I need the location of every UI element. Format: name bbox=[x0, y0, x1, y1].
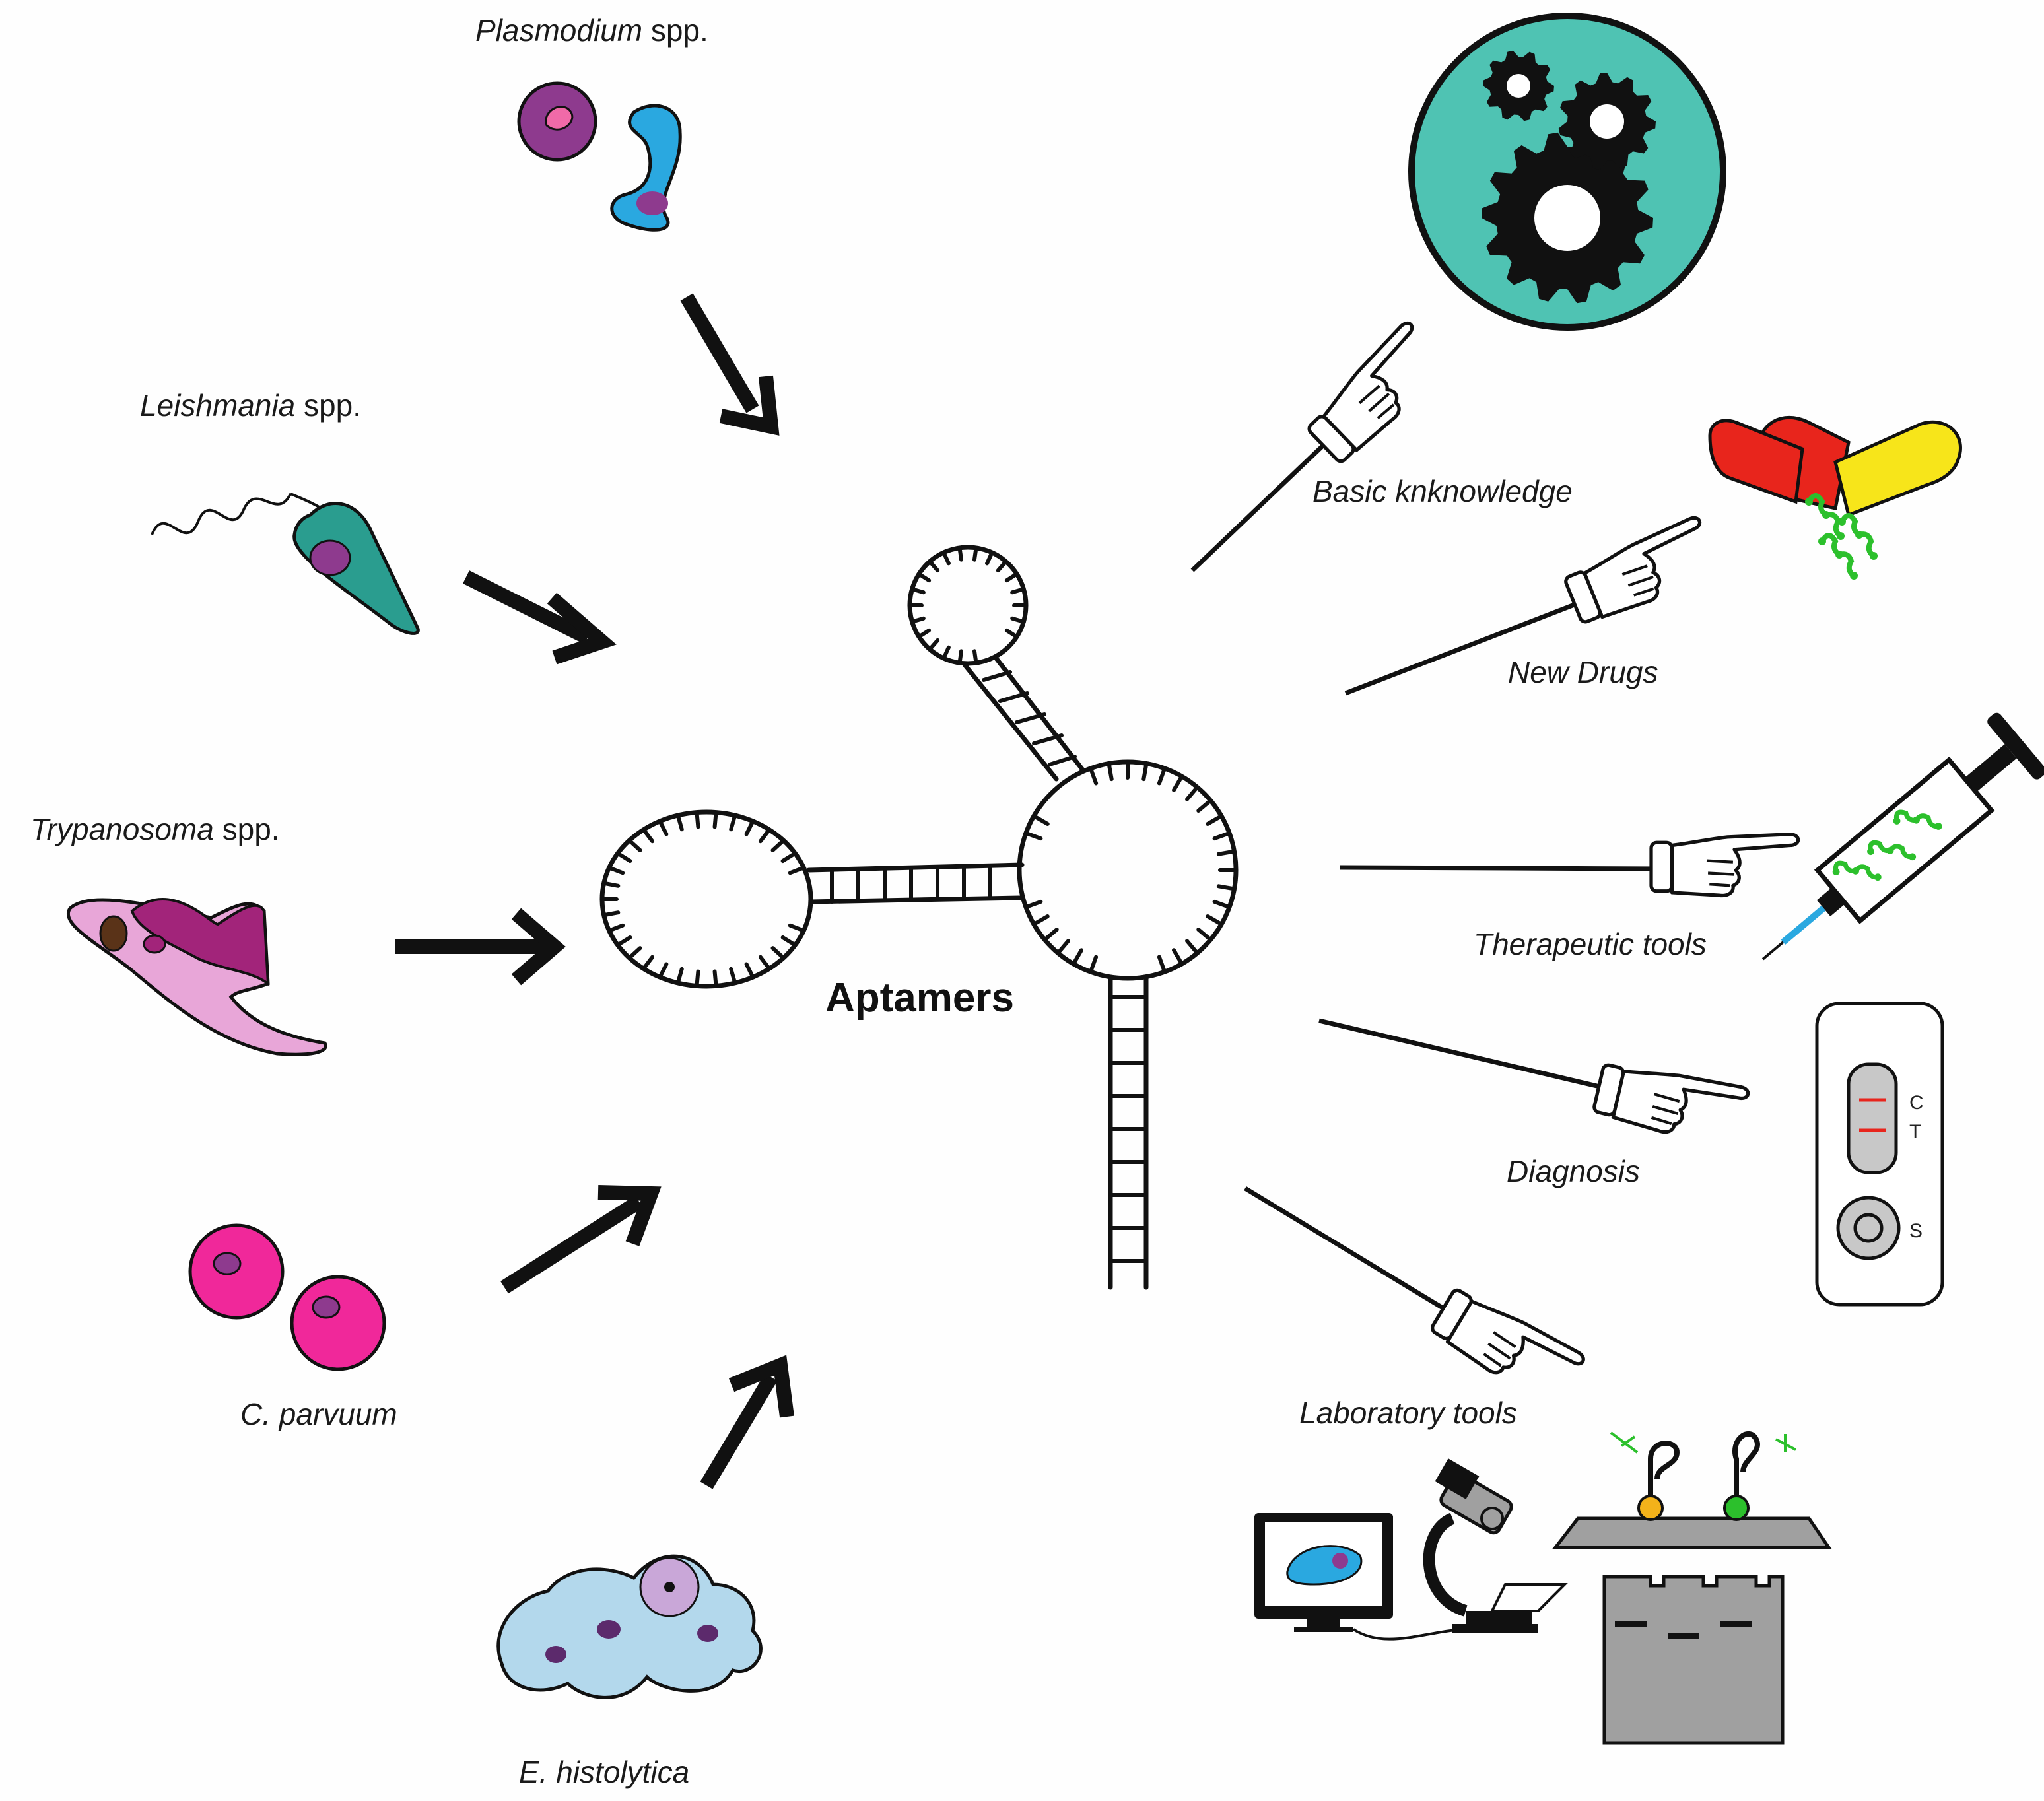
cparvuum-label: C. parvuum bbox=[240, 1397, 397, 1431]
test-strip-t: T bbox=[1909, 1121, 1921, 1143]
test-strip-icon: C T S bbox=[1815, 1002, 1944, 1307]
top-stem-pairs bbox=[982, 670, 1077, 766]
gel-icon bbox=[1602, 1575, 1785, 1745]
cparvuum-illustration bbox=[188, 1223, 386, 1371]
pointer-therapeutic bbox=[1340, 834, 1798, 896]
ehistolytica-illustration bbox=[496, 1554, 763, 1699]
leishmania-illustration bbox=[151, 493, 420, 635]
gears-icon bbox=[1408, 13, 1726, 331]
arrow-cparvuum bbox=[500, 1185, 662, 1294]
aptamer-chip-icon bbox=[1551, 1431, 1832, 1549]
test-strip-c: C bbox=[1909, 1092, 1924, 1114]
laboratory-tools-label: Laboratory tools bbox=[1299, 1396, 1517, 1430]
arrow-leishmania bbox=[463, 570, 617, 665]
syringe-icon bbox=[1761, 712, 2044, 961]
microscope-icon bbox=[1423, 1458, 1568, 1633]
basic-knowledge-label: Basic knknowledge bbox=[1312, 474, 1573, 508]
aptamer-structure bbox=[599, 545, 1239, 1290]
leishmania-label: Leishmania spp. bbox=[140, 388, 361, 423]
central-loop bbox=[1017, 759, 1239, 981]
plasmodium-label: Plasmodium spp. bbox=[475, 13, 708, 48]
pointer-laboratory bbox=[1244, 1186, 1586, 1410]
pointer-basic bbox=[1190, 321, 1450, 572]
pointer-drugs bbox=[1344, 516, 1720, 696]
left-stem-pairs bbox=[830, 864, 992, 904]
arrow-ehistolytica bbox=[700, 1355, 794, 1489]
aptamers-label: Aptamers bbox=[825, 975, 1014, 1021]
capsule-icon bbox=[1708, 415, 1962, 580]
test-strip-s: S bbox=[1909, 1220, 1923, 1242]
loop-ticks bbox=[600, 545, 1238, 988]
bottom-stem-pairs bbox=[1108, 995, 1148, 1263]
trypanosoma-label: Trypanosoma spp. bbox=[30, 812, 280, 846]
trypanosoma-illustration bbox=[67, 898, 327, 1056]
computer-monitor-icon bbox=[1254, 1513, 1466, 1641]
diagnosis-label: Diagnosis bbox=[1507, 1154, 1640, 1188]
arrow-trypanosoma bbox=[395, 908, 566, 986]
ehistolytica-label: E. histolytica bbox=[519, 1755, 689, 1789]
top-loop bbox=[907, 545, 1029, 666]
therapeutic-tools-label: Therapeutic tools bbox=[1474, 927, 1707, 961]
pointer-diagnosis bbox=[1318, 1018, 1749, 1149]
arrow-plasmodium bbox=[680, 293, 780, 436]
plasmodium-illustration bbox=[517, 81, 682, 232]
new-drugs-label: New Drugs bbox=[1508, 655, 1658, 689]
left-loop bbox=[599, 809, 813, 989]
